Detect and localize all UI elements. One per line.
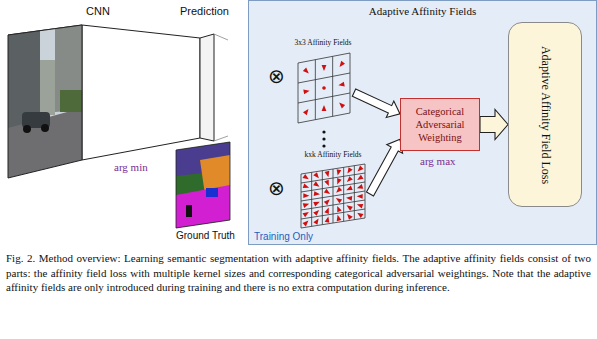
loss-box: Adaptive Affinity Field Loss (508, 22, 582, 207)
prediction-edge (214, 34, 228, 40)
affinity-grid (301, 164, 365, 228)
panel: Adaptive Affinity FieldsTraining Only 3x3… (248, 0, 597, 245)
grid-label: 3x3 Affinity Fields (292, 38, 354, 47)
vertical-text: Adaptive Affinity Field Loss (538, 45, 553, 183)
grid-node: kxk Affinity Fields (296, 150, 370, 230)
panel-title: Adaptive Affinity Fields (248, 5, 597, 17)
ellipsis-dot (322, 130, 325, 133)
figure-caption: Fig. 2. Method overview: Learning semant… (6, 251, 591, 295)
operator-symbol: ⊗ (268, 66, 285, 86)
weighting-box: Categorical Adversarial Weighting (400, 98, 480, 151)
operator-symbol: ⊗ (268, 178, 285, 198)
grid-label: kxk Affinity Fields (296, 150, 370, 159)
ellipsis-dot (322, 137, 325, 140)
affinity-grid (298, 53, 350, 123)
cnn-block (82, 25, 200, 160)
panel-note: Training Only (254, 231, 313, 242)
objective-label: arg min (114, 161, 148, 173)
ground-truth-image (170, 135, 240, 235)
box-text: Categorical Adversarial Weighting (405, 105, 475, 144)
stage-label: CNN (86, 5, 110, 17)
stage-label: Ground Truth (176, 230, 235, 241)
street-image (0, 0, 90, 200)
panel-ground (249, 1, 597, 245)
affinity-grids (298, 53, 365, 228)
stage-label: Prediction (180, 5, 229, 17)
block-arrow (480, 110, 508, 140)
grid-node: 3x3 Affinity Fields (292, 38, 354, 126)
block-arrow (366, 139, 402, 196)
prediction-edge (214, 136, 228, 141)
block-arrow (352, 89, 400, 118)
prediction-slab (200, 34, 214, 141)
ellipsis-dot (322, 144, 325, 147)
objective-label: arg max (420, 155, 456, 167)
